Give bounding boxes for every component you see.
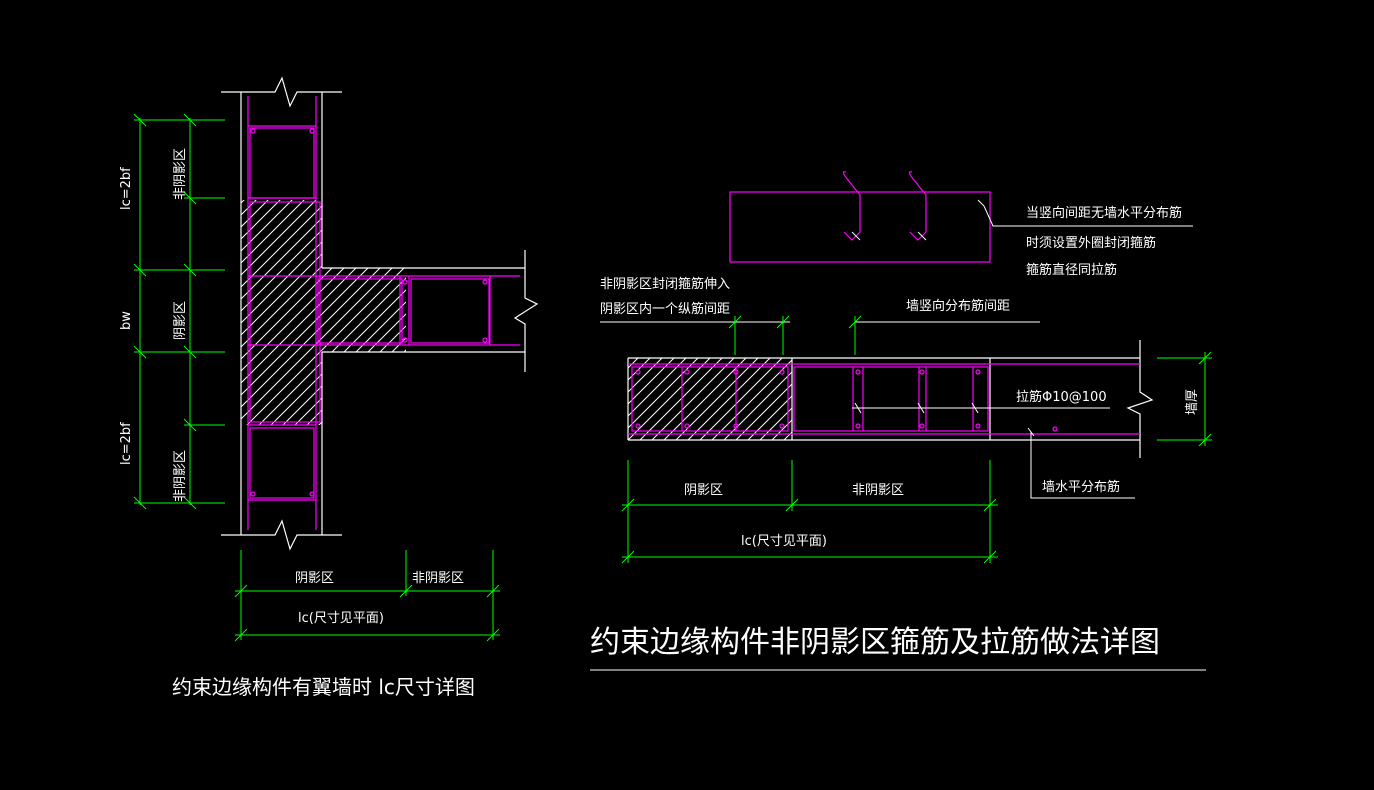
right-detail: 当竖向间距无墙水平分布筋 时须设置外圈封闭箍筋 箍筋直径同拉筋 非阴影区封闭箍筋… [590, 171, 1212, 671]
note-line-1: 当竖向间距无墙水平分布筋 [1026, 205, 1182, 221]
right-zone-label-shadow: 阴影区 [684, 483, 723, 498]
left-dimensions [133, 113, 500, 642]
left-detail: lc=2bf bw lc=2bf 非阴影区 阴影区 非阴影区 阴影区 非阴影区 … [119, 76, 539, 699]
bottom-label-total-lc: lc(尺寸见平面) [298, 611, 384, 626]
zone-label-middle-shadow: 阴影区 [173, 301, 188, 340]
right-detail-title: 约束边缘构件非阴影区箍筋及拉筋做法详图 [590, 625, 1160, 660]
right-rebar [628, 363, 1140, 435]
spacing-label: 墙竖向分布筋间距 [906, 298, 1010, 314]
tie-label: 拉筋Φ10@100 [1016, 389, 1107, 405]
dim-label-bw: bw [119, 311, 134, 330]
thickness-label: 墙厚 [1185, 389, 1200, 415]
horizontal-bar-label: 墙水平分布筋 [1042, 479, 1120, 495]
right-shadow-zone-hatch [628, 358, 792, 440]
note-line-2: 时须设置外圈封闭箍筋 [1026, 235, 1156, 251]
bottom-label-non-shadow: 非阴影区 [412, 571, 464, 586]
left-wall-outline [221, 76, 539, 551]
left-detail-caption: 约束边缘构件有翼墙时 lc尺寸详图 [172, 675, 475, 699]
zone-label-bottom-non-shadow: 非阴影区 [173, 450, 188, 502]
right-zone-label-non-shadow: 非阴影区 [852, 483, 904, 498]
bottom-label-shadow: 阴影区 [295, 571, 334, 586]
right-total-lc: lc(尺寸见平面) [741, 534, 827, 549]
top-tie-detail [729, 171, 1193, 263]
extend-note-line-2: 阴影区内一个纵筋间距 [600, 301, 730, 317]
zone-label-top-non-shadow: 非阴影区 [173, 148, 188, 200]
dim-label-top-lc: lc=2bf [119, 167, 134, 210]
right-wall-outline [627, 340, 1154, 458]
note-line-3: 箍筋直径同拉筋 [1026, 262, 1117, 278]
left-shadow-zone-hatch [241, 200, 406, 425]
left-rebar [247, 96, 520, 530]
dim-label-bottom-lc: lc=2bf [119, 422, 134, 465]
extend-note-line-1: 非阴影区封闭箍筋伸入 [600, 276, 730, 292]
